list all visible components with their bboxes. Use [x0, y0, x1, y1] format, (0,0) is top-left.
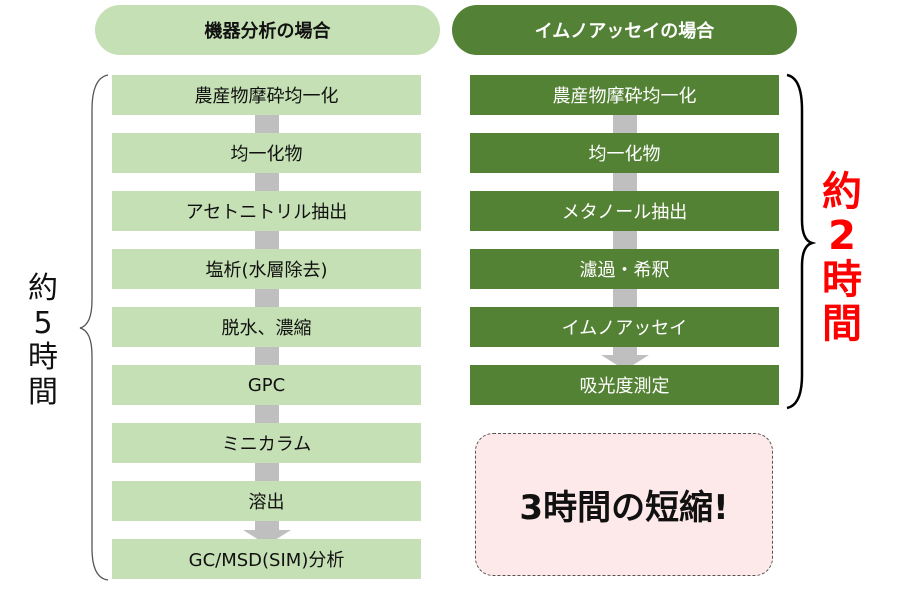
time-saved-callout: 3時間の短縮!	[475, 433, 773, 576]
right-step-1: 農産物摩砕均一化	[470, 75, 779, 115]
left-arrowhead	[243, 530, 291, 545]
left-step-9: GC/MSD(SIM)分析	[112, 539, 421, 579]
right-step-5: イムノアッセイ	[470, 307, 779, 347]
left-step-3: アセトニトリル抽出	[112, 191, 421, 231]
left-step-5: 脱水、濃縮	[112, 307, 421, 347]
right-step-6: 吸光度測定	[470, 365, 779, 405]
duration-char: 2	[828, 213, 856, 259]
duration-char: 間	[28, 374, 58, 410]
immunoassay-header: イムノアッセイの場合	[452, 5, 797, 55]
duration-char: 約	[822, 169, 862, 215]
left-step-8: 溶出	[112, 481, 421, 521]
duration-char: 時	[822, 257, 862, 303]
duration-char: 約	[28, 271, 58, 306]
left-step-1: 農産物摩砕均一化	[112, 75, 421, 115]
right-duration-label: 約 2 時 間	[822, 170, 862, 346]
left-step-2: 均一化物	[112, 133, 421, 173]
left-brace	[79, 74, 109, 581]
left-duration-label: 約 5 時 間	[28, 271, 58, 410]
right-arrowhead	[601, 355, 649, 370]
right-brace	[786, 73, 817, 410]
instrument-analysis-header: 機器分析の場合	[95, 5, 440, 55]
duration-char: 間	[822, 301, 862, 347]
left-step-6: GPC	[112, 365, 421, 405]
duration-char: 5	[33, 305, 53, 341]
right-step-3: メタノール抽出	[470, 191, 779, 231]
right-step-4: 濾過・希釈	[470, 249, 779, 289]
time-saved-text: 3時間の短縮!	[519, 488, 729, 528]
left-step-4: 塩析(水層除去)	[112, 249, 421, 289]
right-step-2: 均一化物	[470, 133, 779, 173]
duration-char: 時	[28, 340, 58, 375]
left-step-7: ミニカラム	[112, 423, 421, 463]
